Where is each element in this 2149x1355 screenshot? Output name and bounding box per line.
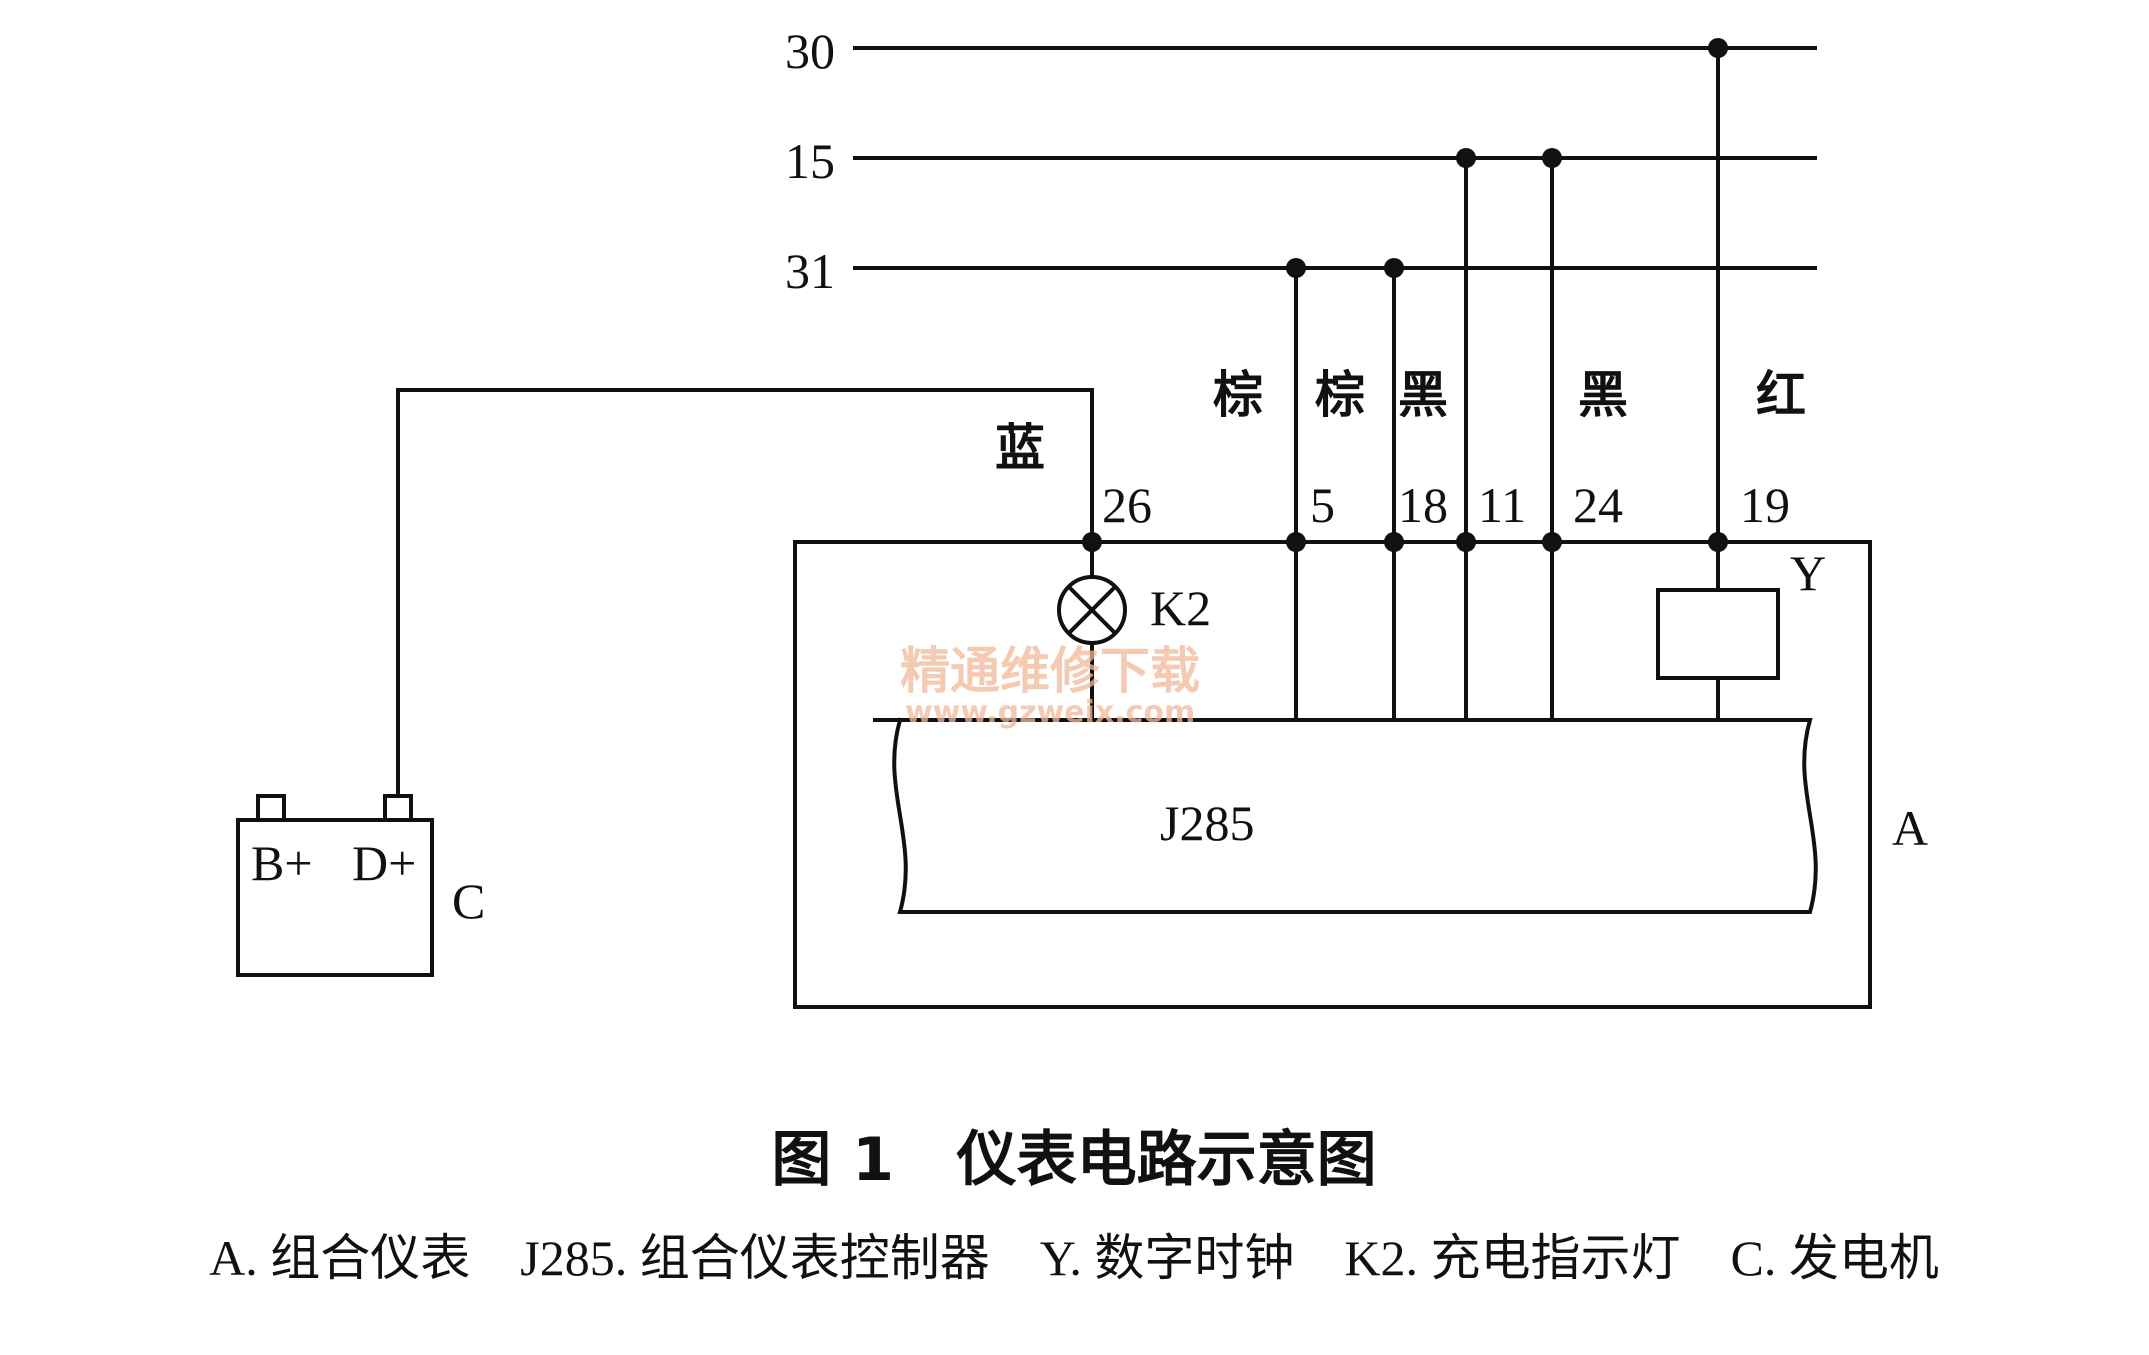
pin-11-label: 11 [1478,477,1526,533]
junction-dot [1286,258,1306,278]
watermark-title: 精通维修下载 [900,642,1200,700]
rail-31-label: 31 [785,243,835,299]
junction-dot [1384,258,1404,278]
pin-19-label: 19 [1740,477,1790,533]
charge-lamp-circle [1057,575,1127,645]
junction-dot [1542,148,1562,168]
pin-18-label: 18 [1398,477,1448,533]
junction-dot [1708,532,1728,552]
junction-dot [1082,532,1102,552]
generator-terminal-d [383,794,413,822]
controller-j285-label: J285 [1160,795,1254,851]
clock-y-label: Y [1790,545,1826,601]
watermark-url: www.gzweix.com [905,695,1195,730]
rail-15-label: 15 [785,133,835,189]
wire-color-brown-2: 棕 [1315,366,1365,424]
wire-color-blue: 蓝 [995,419,1045,477]
pin-24-label: 24 [1573,477,1623,533]
figure-legend: A. 组合仪表 J285. 组合仪表控制器 Y. 数字时钟 K2. 充电指示灯 … [209,1230,1939,1286]
wire-color-black-1: 黑 [1398,366,1448,424]
pin-5-label: 5 [1310,477,1335,533]
junction-dot [1384,532,1404,552]
wire-color-red: 红 [1756,366,1806,424]
pin-26-label: 26 [1102,477,1152,533]
generator-b-plus-label: B+ [251,835,313,891]
wire-color-brown-1: 棕 [1213,366,1263,424]
generator-c-label: C [452,873,485,929]
digital-clock-box [1656,588,1780,680]
rail-30-label: 30 [785,23,835,79]
junction-dot [1708,38,1728,58]
junction-dot [1456,532,1476,552]
generator-d-plus-label: D+ [352,835,416,891]
controller-j285-shape [873,717,1818,914]
junction-dot [1456,148,1476,168]
figure-title: 图 1 仪表电路示意图 [771,1125,1376,1195]
junction-dot [1542,532,1562,552]
junction-dot [1286,532,1306,552]
cluster-a-label: A [1892,800,1928,856]
generator-body [236,818,434,977]
charge-lamp-cross-b [1066,584,1118,636]
lamp-k2-label: K2 [1150,580,1211,636]
instrument-cluster-box [793,540,1872,1009]
wire-color-black-2: 黑 [1578,366,1628,424]
wire-pin26-blue [396,388,1094,794]
generator-terminal-b [256,794,286,822]
